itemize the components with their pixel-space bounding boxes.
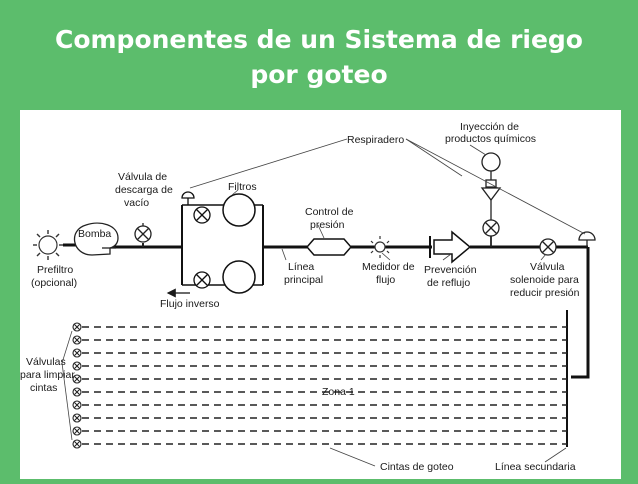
label-flujo-inverso: Flujo inverso [160, 298, 220, 310]
label-cintas: Cintas de goteo [380, 461, 454, 473]
air-vent-icon [578, 231, 596, 247]
label-prefiltro-1: Prefiltro [37, 264, 73, 276]
drip-tape [72, 426, 567, 436]
solenoid-valve-icon [539, 238, 557, 256]
label-linea-principal-1: Línea [288, 261, 314, 273]
label-bomba: Bomba [78, 228, 111, 240]
label-valvula-solenoide-3: reducir presión [510, 287, 580, 299]
label-prevencion-2: de reflujo [427, 277, 470, 289]
leader-lines [61, 138, 586, 467]
label-prefiltro-2: (opcional) [31, 277, 77, 289]
filter-top-icon [222, 193, 256, 227]
drip-tape [72, 348, 567, 358]
main-pipe [63, 243, 588, 249]
title-line-2: por goteo [250, 60, 388, 89]
slide-title: Componentes de un Sistema de riego por g… [0, 22, 638, 92]
label-filtros: Filtros [228, 181, 257, 193]
drip-irrigation-diagram: Respiradero Inyección de productos quími… [20, 121, 596, 473]
label-valvulas-limpiar-3: cintas [30, 382, 57, 394]
vacuum-relief-valve-icon [134, 223, 152, 247]
flow-meter-icon [370, 236, 390, 258]
chemical-injection-icon [480, 152, 502, 247]
prefilter-icon [33, 230, 63, 260]
filter-bottom-icon [222, 260, 256, 294]
title-line-1: Componentes de un Sistema de riego [54, 25, 583, 54]
filter-valve-top-icon [193, 206, 211, 224]
diagram-panel: Respiradero Inyección de productos quími… [20, 110, 621, 479]
label-linea-secundaria: Línea secundaria [495, 461, 576, 473]
drip-tapes [72, 322, 567, 449]
label-valvula-solenoide-1: Válvula [530, 261, 565, 273]
backflow-preventer-icon [429, 230, 472, 264]
label-medidor-1: Medidor de [362, 261, 415, 273]
label-inyeccion-2: productos químicos [445, 133, 536, 145]
label-inyeccion-1: Inyección de [460, 121, 519, 133]
label-valvula-descarga-3: vacío [124, 197, 149, 209]
pump-icon [74, 222, 119, 256]
drip-tape [72, 387, 567, 397]
label-valvulas-limpiar-1: Válvulas [26, 356, 66, 368]
drip-tape [72, 413, 567, 423]
label-linea-principal-2: principal [284, 274, 323, 286]
drip-tape [72, 335, 567, 345]
label-medidor-2: flujo [376, 274, 395, 286]
label-control-2: presión [310, 219, 345, 231]
label-zona: Zona 1 [322, 386, 355, 398]
lateral-line [571, 247, 590, 379]
label-valvulas-limpiar-2: para limpiar [20, 369, 75, 381]
drip-tape [72, 361, 567, 371]
filter-bank [181, 191, 264, 294]
label-valvula-descarga-2: descarga de [115, 184, 173, 196]
label-control-1: Control de [305, 206, 354, 218]
label-respiradero: Respiradero [347, 134, 404, 146]
label-prevencion-1: Prevención [424, 264, 477, 276]
drip-tape [72, 374, 567, 384]
label-valvula-solenoide-2: solenoide para [510, 274, 579, 286]
drip-tape [72, 439, 567, 449]
drip-tape [72, 400, 567, 410]
drip-tape [72, 322, 567, 332]
label-valvula-descarga-1: Válvula de [118, 171, 167, 183]
pressure-regulator-icon [306, 238, 352, 256]
filter-valve-bottom-icon [193, 271, 211, 289]
